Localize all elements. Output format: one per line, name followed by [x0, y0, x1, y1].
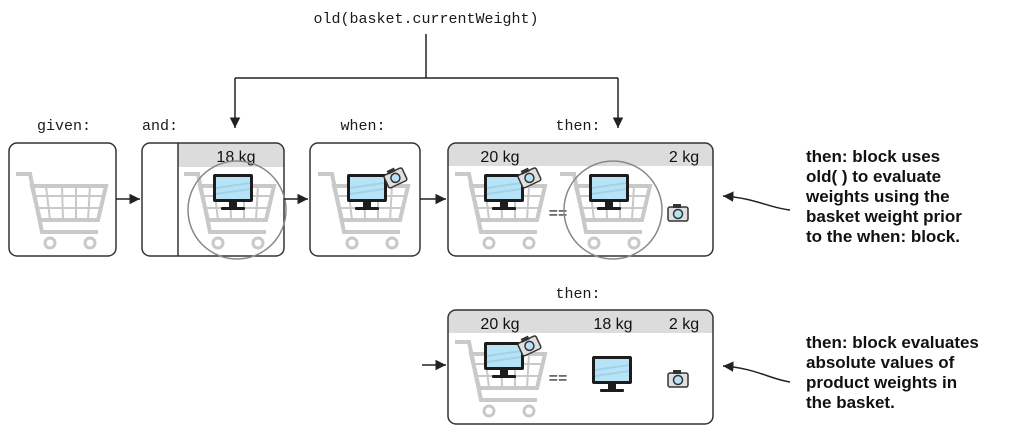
then-camera-weight: 2 kg [669, 149, 699, 166]
upper-annotation: then: block uses old( ) to evaluate weig… [806, 147, 962, 247]
upper-annotation-line: basket weight prior [806, 207, 962, 226]
lower-annotation-line: absolute values of [806, 353, 955, 372]
lower-annotation: then: block evaluates absolute values of… [806, 333, 979, 413]
lower-then-box: 20 kg 18 kg 2 kg == [447, 309, 714, 425]
equals-sign: == [549, 205, 568, 222]
camera-icon [667, 203, 689, 222]
old-expression-label: old(basket.currentWeight) [313, 11, 538, 28]
tv-icon [591, 355, 633, 393]
upper-annotation-line: then: block uses [806, 147, 941, 166]
then-basket-weight: 20 kg [480, 149, 519, 166]
lower-annotation-line: the basket. [806, 393, 895, 412]
upper-annotation-line: weights using the [806, 187, 950, 206]
tv-icon [212, 173, 254, 211]
then-lower-label: then: [555, 286, 600, 303]
then-box: 20 kg 2 kg == [447, 142, 714, 260]
given-label: given: [37, 118, 91, 135]
upper-annotation-line: to the when: block. [806, 227, 960, 246]
tv-icon [483, 173, 525, 211]
lower-basket-weight: 20 kg [480, 316, 519, 333]
tv-icon [483, 341, 525, 379]
lower-annotation-line: product weights in [806, 373, 958, 392]
given-box [8, 142, 117, 257]
then-label: then: [555, 118, 600, 135]
and-box: 18 kg [141, 142, 287, 260]
circle-highlight [563, 160, 663, 260]
note-pointer-upper [722, 191, 791, 211]
note-pointer-lower [722, 361, 791, 383]
upper-annotation-line: old( ) to evaluate [806, 167, 942, 186]
tv-icon [588, 173, 630, 211]
lower-annotation-line: then: block evaluates [806, 333, 979, 352]
lower-tv-weight: 18 kg [593, 316, 632, 333]
when-box [309, 142, 421, 257]
and-label: and: [142, 118, 178, 135]
equals-sign: == [549, 370, 568, 387]
when-label: when: [340, 118, 385, 135]
lower-camera-weight: 2 kg [669, 316, 699, 333]
camera-icon [667, 369, 689, 388]
circle-highlight [187, 160, 287, 260]
